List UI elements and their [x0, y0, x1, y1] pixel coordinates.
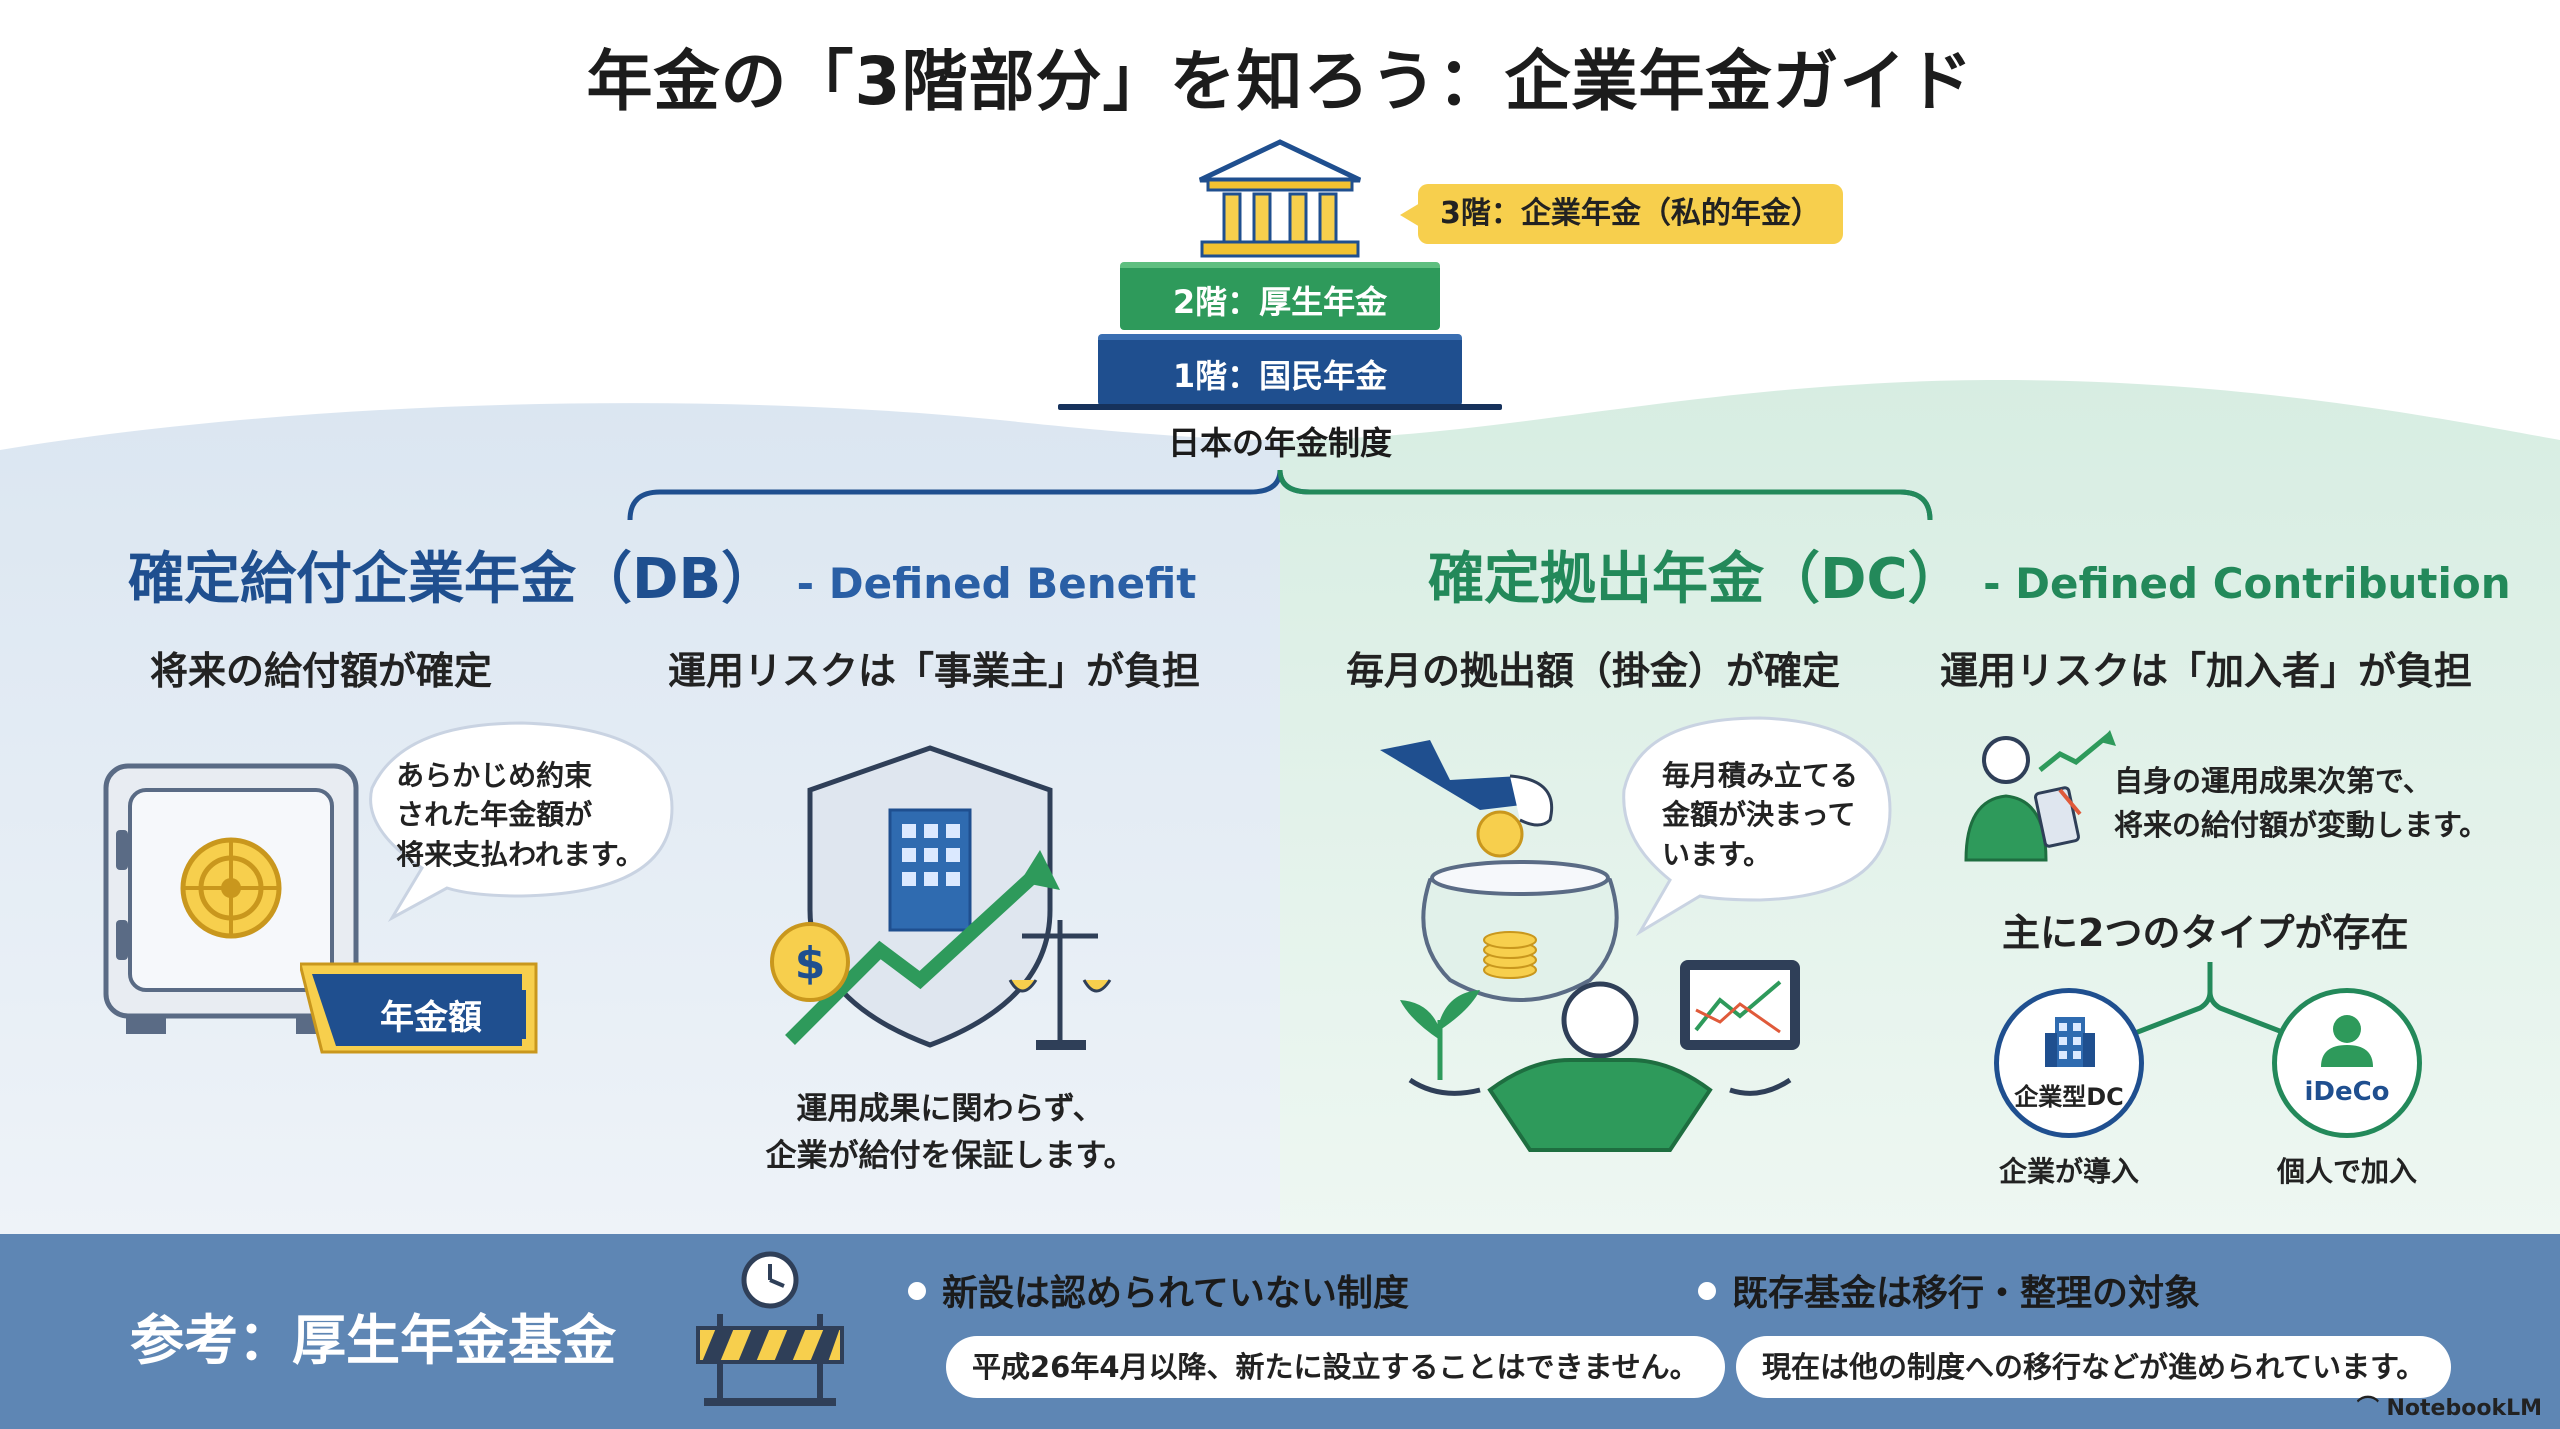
clock-barrier-icon — [696, 1251, 844, 1406]
person-icon — [2321, 1015, 2373, 1067]
dc-types-heading: 主に2つのタイプが存在 — [2002, 911, 2409, 955]
pension-system-caption: 日本の年金制度 — [1167, 424, 1392, 462]
footer-bullet1-head: 新設は認められていない制度 — [942, 1273, 1409, 1314]
bullet-dot — [1698, 1282, 1716, 1300]
db-guarantee-caption: 運用成果に関わらず、 企業が給付を保証します。 — [765, 1091, 1135, 1174]
corporate-dc-label: 企業型DC — [2014, 1083, 2124, 1111]
brand-logo-icon: ⌒ — [2356, 1396, 2387, 1421]
dc-col2-heading: 運用リスクは「加入者」が負担 — [1940, 649, 2473, 693]
tier3-pointer — [1400, 203, 1420, 227]
corporate-dc-caption: 企業が導入 — [1998, 1155, 2139, 1188]
footer-bullet1: 新設は認められていない制度 — [908, 1264, 1409, 1316]
bullet-dot — [908, 1282, 926, 1300]
footer-bullet2-pill: 現在は他の制度への移行などが進められています。 — [1736, 1336, 2452, 1398]
dc-speech-bubble-shape — [1622, 716, 1892, 937]
brand-watermark: ⌒ NotebookLM — [2357, 1390, 2542, 1422]
db-col1-heading: 将来の給付額が確定 — [150, 649, 493, 693]
dc-risk-text: 自身の運用成果次第で、 将来の給付額が変動します。 — [2114, 764, 2489, 842]
footer-title: 参考：厚生年金基金 — [130, 1309, 616, 1372]
coin-jar-person-icon — [1380, 740, 1800, 1152]
speech-bubble-shape — [369, 721, 674, 922]
db-subtitle: - Defined Benefit — [796, 559, 1197, 608]
office-building-icon — [2045, 1017, 2095, 1067]
ideco-circle: iDeCo — [2272, 988, 2422, 1138]
dc-monthly-text: 毎月積み立てる 金額が決まって います。 — [1661, 759, 1858, 871]
bank-building-icon — [1198, 139, 1362, 258]
db-promise-bubble: あらかじめ約束 された年金額が 将来支払われます。 — [380, 740, 660, 890]
dc-monthly-bubble: 毎月積み立てる 金額が決まって います。 — [1640, 740, 1880, 890]
footer-bullet1-pill: 平成26年4月以降、新たに設立することはできません。 — [946, 1336, 1725, 1398]
ideco-label: iDeCo — [2304, 1077, 2390, 1107]
dc-col1-heading: 毎月の拠出額（掛金）が確定 — [1346, 649, 1841, 693]
dc-subtitle: - Defined Contribution — [1983, 559, 2511, 608]
db-promise-text: あらかじめ約束 された年金額が 将来支払われます。 — [396, 759, 644, 871]
svg-text:$: $ — [795, 938, 826, 989]
shield-building-icon: $ — [770, 745, 1112, 1050]
dc-title-text: 確定拠出年金（DC） — [1428, 547, 1964, 612]
dc-section-title: 確定拠出年金（DC） - Defined Contribution — [1428, 534, 2511, 615]
db-title-text: 確定給付企業年金（DB） — [128, 547, 778, 612]
tier2-block: 2階：厚生年金 — [1120, 262, 1440, 330]
brand-name: NotebookLM — [2386, 1396, 2542, 1421]
ideco-caption: 個人で加入 — [2276, 1155, 2417, 1188]
tier1-block: 1階：国民年金 — [1098, 334, 1462, 406]
page-title: 年金の「3階部分」を知ろう：企業年金ガイド — [586, 43, 1974, 120]
pension-amount-label: 年金額 — [336, 990, 526, 1039]
footer-bullet2: 既存基金は移行・整理の対象 — [1698, 1264, 2200, 1316]
tier3-label: 3階：企業年金（私的年金） — [1418, 184, 1843, 244]
types-connector — [2069, 962, 2351, 1061]
investor-chart-icon — [1964, 730, 2116, 862]
db-section-title: 確定給付企業年金（DB） - Defined Benefit — [128, 534, 1196, 615]
safe-icon — [103, 763, 359, 1034]
corporate-dc-circle: 企業型DC — [1994, 988, 2144, 1138]
db-col2-heading: 運用リスクは「事業主」が負担 — [668, 649, 1201, 693]
footer-bullet2-head: 既存基金は移行・整理の対象 — [1732, 1273, 2201, 1314]
pyramid-base — [1058, 404, 1502, 410]
